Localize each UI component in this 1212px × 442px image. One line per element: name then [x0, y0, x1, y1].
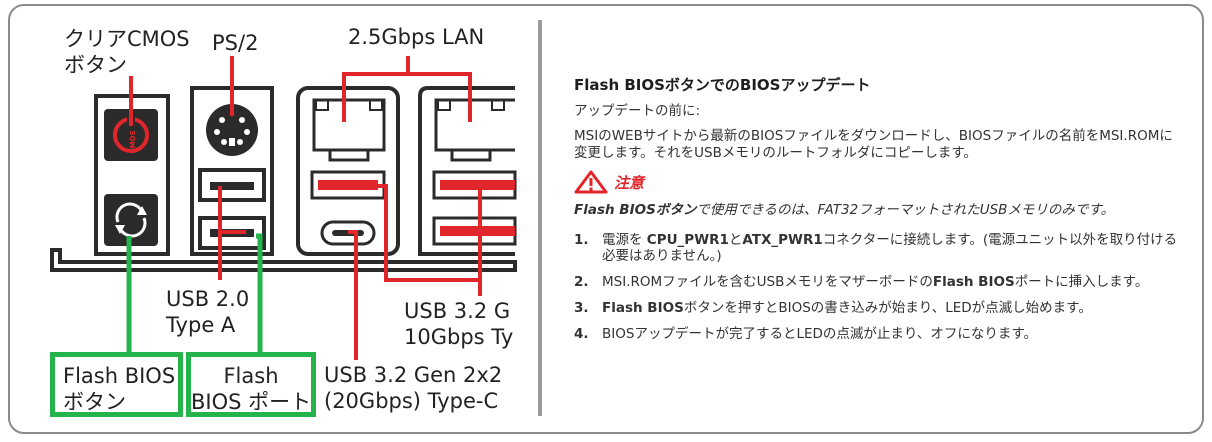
warning-triangle-icon [574, 170, 608, 194]
step-number: 3. [574, 300, 589, 316]
usb20-port-top [198, 168, 266, 202]
step-text: BIOSアップデートが完了するとLEDの点滅が止まり、オフになります。 [602, 326, 1037, 342]
lan-usb-panel-2 [418, 86, 515, 256]
instructions-panel: Flash BIOSボタンでのBIOSアップデート アップデートの前に: MSI… [574, 74, 1184, 352]
step-text: 電源を [602, 232, 647, 248]
note-bold: Flash BIOSボタン [574, 202, 697, 218]
usb20-port-bottom [198, 216, 266, 250]
usb32-gen2-label: USB 3.2 G 10Gbps Ty [404, 299, 514, 349]
step-number: 4. [574, 326, 589, 342]
note-rest: で使用できるのは、FAT32フォーマットされたUSBメモリのみです。 [696, 202, 1115, 218]
clear-cmos-button [104, 109, 158, 161]
flash-bios-port-label: Flash BIOS ポート [191, 364, 312, 414]
lan-label: 2.5Gbps LAN [348, 25, 485, 49]
step-number: 2. [574, 274, 589, 290]
usbc-port [320, 220, 376, 246]
flash-bios-button-graphic [104, 194, 158, 246]
before-update-label: アップデートの前に: [574, 103, 701, 119]
flash-bios-button-label: Flash BIOS ボタン [63, 364, 176, 414]
io-panel-drawing: CMOS [50, 56, 517, 360]
rear-panel-diagram: CMOS [0, 0, 520, 438]
step-bold: CPU_PWR1 [646, 232, 729, 248]
step-text: ボタンを押すとBIOSの書き込みが始まり、LEDが点滅し始めます。 [683, 300, 1092, 316]
caution-heading: 注意 [574, 170, 1184, 194]
cmos-icon-text: CMOS [129, 130, 137, 153]
list-item: 4. BIOSアップデートが完了するとLEDの点滅が止まり、オフになります。 [574, 326, 1184, 342]
step-text: MSI.ROMファイルを含むUSBメモリをマザーボードの [602, 274, 933, 290]
instructions-title: Flash BIOSボタンでのBIOSアップデート [574, 76, 871, 94]
step-number: 1. [574, 232, 589, 248]
step-text: と [728, 232, 743, 248]
lan-usbc-panel [296, 86, 400, 256]
step-bold: ATX_PWR1 [742, 232, 823, 248]
steps-list: 1. 電源を CPU_PWR1とATX_PWR1コネクターに接続します。(電源ユニ… [574, 232, 1184, 342]
clear-cmos-label: クリアCMOS ボタン [64, 27, 190, 77]
step-text: コネクターに接続します。(電源ユニット以外を取り付ける必要はありません。) [602, 232, 1178, 264]
usb20-label: USB 2.0 Type A [166, 287, 250, 337]
usb32-gen2x2-label: USB 3.2 Gen 2x2 (20Gbps) Type-C [324, 363, 503, 413]
caution-label: 注意 [614, 173, 645, 192]
intro-paragraph: MSIのWEBサイトから最新のBIOSファイルをダウンロードし、BIOSファイル… [574, 128, 1173, 161]
list-item: 2. MSI.ROMファイルを含むUSBメモリをマザーボードのFlash BIOS… [574, 274, 1184, 290]
list-item: 1. 電源を CPU_PWR1とATX_PWR1コネクターに接続します。(電源ユニ… [574, 232, 1184, 264]
ps2-label: PS/2 [212, 31, 259, 55]
step-bold: Flash BIOS [602, 300, 684, 316]
flash-bios-port-callout: Flash BIOS ポート [186, 352, 316, 417]
flash-bios-button-callout: Flash BIOS ボタン [50, 352, 183, 417]
ps2-port [206, 104, 258, 156]
column-divider [538, 20, 542, 416]
step-text: ポートに挿入します。 [1014, 274, 1149, 290]
caution-note: Flash BIOSボタンで使用できるのは、FAT32フォーマットされたUSBメ… [574, 198, 1184, 218]
list-item: 3. Flash BIOSボタンを押すとBIOSの書き込みが始まり、LEDが点滅し… [574, 300, 1184, 316]
step-bold: Flash BIOS [932, 274, 1015, 290]
